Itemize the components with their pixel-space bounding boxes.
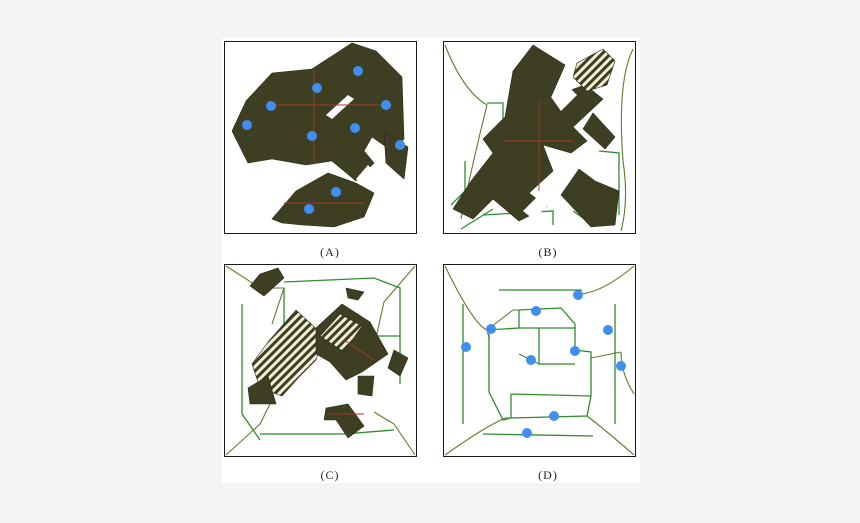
- point-marker: [266, 101, 276, 111]
- point-marker: [549, 411, 559, 421]
- point-marker: [461, 342, 471, 352]
- panel-c-obstacles: [247, 267, 409, 439]
- panel-a-points: [242, 66, 405, 214]
- point-marker: [312, 83, 322, 93]
- point-marker: [304, 204, 314, 214]
- point-marker: [486, 324, 496, 334]
- point-marker: [395, 140, 405, 150]
- caption-c: (C): [320, 468, 340, 482]
- point-marker: [242, 120, 252, 130]
- panel-b: [443, 41, 636, 234]
- panel-d-voronoi-lines: [444, 265, 635, 456]
- point-marker: [616, 361, 626, 371]
- caption-d: (D): [538, 468, 558, 482]
- point-marker: [522, 428, 532, 438]
- point-marker: [381, 100, 391, 110]
- panel-b-red-edges: [503, 101, 573, 191]
- point-marker: [353, 66, 363, 76]
- panel-a-obstacles: [231, 42, 409, 228]
- point-marker: [526, 355, 536, 365]
- panel-c-frame: [224, 264, 417, 457]
- caption-a: (A): [320, 245, 340, 259]
- panel-c-voronoi-lines: [225, 265, 416, 456]
- panel-c-red-edges: [328, 339, 375, 415]
- panel-d-points: [461, 290, 626, 438]
- point-marker: [350, 123, 360, 133]
- point-marker: [331, 187, 341, 197]
- caption-b: (B): [538, 245, 558, 259]
- panel-a-frame: [224, 41, 417, 234]
- panel-d-frame: [443, 264, 636, 457]
- panel-a: [224, 41, 417, 234]
- panel-d: [443, 264, 636, 457]
- panel-b-frame: [443, 41, 636, 234]
- point-marker: [531, 306, 541, 316]
- panel-b-obstacles: [452, 44, 620, 228]
- point-marker: [603, 325, 613, 335]
- point-marker: [570, 346, 580, 356]
- point-marker: [307, 131, 317, 141]
- point-marker: [573, 290, 583, 300]
- panel-c: [224, 264, 417, 457]
